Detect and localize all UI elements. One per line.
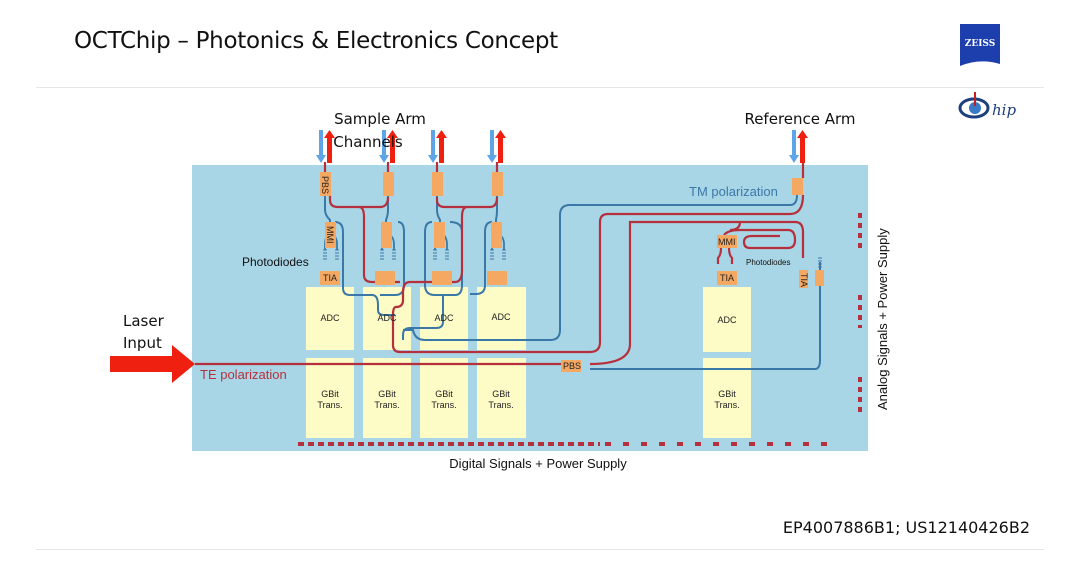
mmi-component-2: [381, 222, 392, 248]
pbs-input-label: PBS: [563, 361, 581, 371]
pbs-component-3: [432, 172, 443, 196]
adc-label-1: ADC: [320, 313, 340, 323]
digital-signals-label: Digital Signals + Power Supply: [449, 456, 627, 471]
laser-input-arrow-icon: [110, 345, 195, 383]
chip-substrate: [192, 165, 868, 451]
channel-arrows: [316, 130, 808, 163]
sample-arm-label-channels: Channels: [333, 133, 403, 151]
tia-label-1: TIA: [323, 273, 337, 283]
gbit-block-4: [477, 358, 526, 438]
pbs-component-2: [383, 172, 394, 196]
gbit-label-1b: Trans.: [317, 400, 342, 410]
photodiodes-label: Photodiodes: [242, 255, 309, 269]
gbit-label-ref-a: GBit: [718, 389, 736, 399]
tia-ref-3: [815, 270, 824, 286]
gbit-block-ref: [703, 358, 751, 438]
mmi-component-4: [491, 222, 502, 248]
te-polarization-label: TE polarization: [200, 367, 287, 382]
gbit-label-3b: Trans.: [431, 400, 456, 410]
analog-signals-label: Analog Signals + Power Supply: [875, 228, 890, 410]
octchip-logo-text: hip: [992, 101, 1016, 119]
adc-block-ref: [703, 287, 751, 352]
zeiss-logo: ZEISS: [960, 24, 1000, 66]
reference-arm-label: Reference Arm: [744, 110, 855, 128]
gbit-block-1: [306, 358, 354, 438]
pbs-component-ref: [792, 178, 803, 195]
pbs-label: PBS: [320, 176, 330, 194]
tia-label-ref: TIA: [720, 273, 734, 283]
gbit-label-4a: GBit: [492, 389, 510, 399]
tia-2: [375, 271, 395, 285]
tia-ref-2: [799, 270, 808, 288]
mmi-component-1: [325, 222, 336, 248]
slide-title: OCTChip – Photonics & Electronics Concep…: [74, 28, 558, 54]
adc-label-2: ADC: [377, 313, 397, 323]
svg-text:ZEISS: ZEISS: [965, 39, 995, 49]
gbit-label-2a: GBit: [378, 389, 396, 399]
header-divider: [36, 87, 1044, 88]
tia-4: [487, 271, 507, 285]
tm-waveguides: [324, 194, 821, 370]
pbs-component-4: [492, 172, 503, 196]
mmi-ref-label: MMI: [718, 237, 736, 247]
gbit-label-2b: Trans.: [374, 400, 399, 410]
tia-label-ref-2: TIA: [799, 273, 809, 287]
footer-divider: [36, 549, 1044, 550]
pbs-component-1: [320, 172, 331, 196]
tia-ref: [717, 271, 737, 285]
adc-block-1: [306, 287, 354, 350]
tia-3: [432, 271, 452, 285]
gbit-block-3: [420, 358, 468, 438]
octchip-eye-logo: hip: [958, 92, 1016, 119]
sample-arm-label: Sample Arm: [334, 110, 426, 128]
tia-1: [320, 271, 340, 285]
mmi-component-3: [434, 222, 445, 248]
patent-numbers: EP4007886B1; US12140426B2: [782, 518, 1030, 537]
optical-components: [320, 172, 824, 372]
pbs-input: [561, 360, 581, 372]
gbit-label-1a: GBit: [321, 389, 339, 399]
gbit-label-4b: Trans.: [488, 400, 513, 410]
laser-input-label-2: Input: [123, 334, 162, 352]
mmi-label: MMI: [325, 226, 335, 244]
te-waveguides: [195, 162, 805, 366]
gbit-label-3a: GBit: [435, 389, 453, 399]
gbit-block-2: [363, 358, 411, 438]
gbit-label-ref-b: Trans.: [714, 400, 739, 410]
adc-label-4: ADC: [491, 312, 511, 322]
adc-label-ref: ADC: [717, 315, 737, 325]
photodiodes-ref-label: Photodiodes: [746, 258, 790, 267]
laser-input-label: Laser: [123, 312, 165, 330]
mmi-component-ref: [717, 235, 737, 248]
tm-polarization-label: TM polarization: [689, 184, 778, 199]
adc-label-3: ADC: [434, 313, 454, 323]
